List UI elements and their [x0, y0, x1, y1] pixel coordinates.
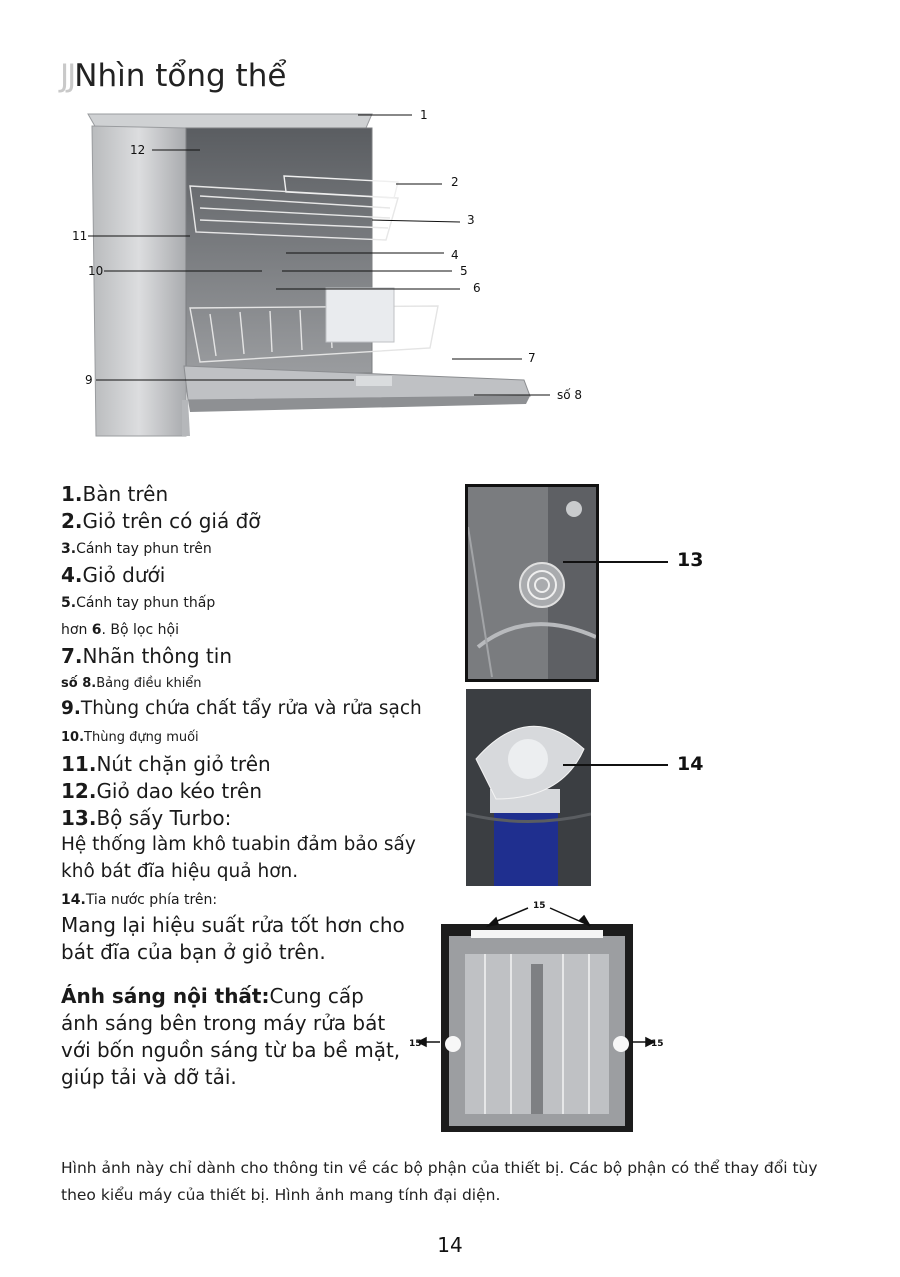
callout-5: 5 — [460, 264, 468, 278]
label-14: 14 — [677, 753, 704, 775]
dishwasher-illustration: 1 2 3 4 5 6 7 số 8 9 10 11 12 — [72, 108, 582, 437]
footer-note: Hình ảnh này chỉ dành cho thông tin về c… — [61, 1159, 818, 1204]
legend-item: 9.Thùng chứa chất tẩy rửa và rửa sạch — [61, 698, 422, 719]
legend-item: 1.Bàn trên — [61, 482, 169, 506]
label-13: 13 — [677, 549, 704, 571]
legend-item: 2.Giỏ trên có giá đỡ — [61, 509, 261, 533]
callout-2: 2 — [451, 175, 459, 189]
cutlery-tray — [283, 175, 399, 199]
callout-6: 6 — [473, 281, 481, 295]
detergent-box — [356, 376, 392, 386]
legend-item: 4.Giỏ dưới — [61, 563, 166, 587]
callout-12: 12 — [130, 143, 145, 157]
turbo-description: Hệ thống làm khô tuabin đảm bảo sấy khô … — [61, 834, 416, 882]
callout-8: số 8 — [557, 388, 582, 402]
legend-item: 12.Giỏ dao kéo trên — [61, 779, 263, 803]
legend-item: 13.Bộ sấy Turbo: — [61, 806, 232, 830]
interior-light-text: Ánh sáng nội thất:Cung cấp ánh sáng bên … — [61, 984, 401, 1089]
light-callouts: 15 15 15 — [409, 901, 664, 1049]
upper-spray-photo — [466, 689, 591, 886]
label-15-left: 15 — [409, 1039, 422, 1049]
leader-lines — [88, 114, 550, 396]
callout-4: 4 — [451, 248, 459, 262]
top-worktop — [87, 113, 373, 129]
callout-10: 10 — [88, 264, 103, 278]
cutlery-basket — [325, 287, 395, 343]
leader-13 — [563, 561, 668, 563]
legend-item: 14.Tia nước phía trên: — [61, 892, 218, 908]
side-panel — [91, 125, 187, 437]
page-title: JJNhìn tổng thể — [60, 58, 286, 94]
legend-item: 7.Nhãn thông tin — [61, 644, 232, 668]
label-15-top: 15 — [533, 901, 546, 911]
interior-light-photo — [441, 924, 633, 1132]
legend-item: hơn 6. Bộ lọc hội — [61, 622, 179, 638]
spray-description: Mang lại hiệu suất rửa tốt hơn cho bát đ… — [61, 913, 405, 964]
turbo-dryer-photo — [465, 484, 599, 682]
parts-legend: 1.Bàn trên 2.Giỏ trên có giá đỡ 3.Cánh t… — [61, 480, 431, 966]
door-edge — [188, 396, 530, 412]
label-15-right: 15 — [651, 1039, 664, 1049]
page-number: 14 — [437, 1233, 463, 1257]
title-mark: JJ — [60, 58, 76, 94]
title-text: Nhìn tổng thể — [74, 58, 287, 94]
leader-14 — [563, 764, 668, 766]
legend-item: số 8.Bảng điều khiển — [61, 676, 202, 691]
legend-item: 10.Thùng đựng muối — [61, 730, 199, 745]
dishwasher-diagram: 1 2 3 4 5 6 7 số 8 9 10 11 12 — [60, 100, 620, 450]
callout-11: 11 — [72, 229, 87, 243]
callout-1: 1 — [420, 108, 428, 122]
legend-item: 5.Cánh tay phun thấp — [61, 595, 216, 611]
callout-7: 7 — [528, 351, 536, 365]
callout-9: 9 — [85, 373, 93, 387]
legend-item: 11.Nút chặn giỏ trên — [61, 752, 271, 776]
kickplate — [182, 400, 190, 436]
legend-item: 3.Cánh tay phun trên — [61, 541, 212, 557]
callout-3: 3 — [467, 213, 475, 227]
